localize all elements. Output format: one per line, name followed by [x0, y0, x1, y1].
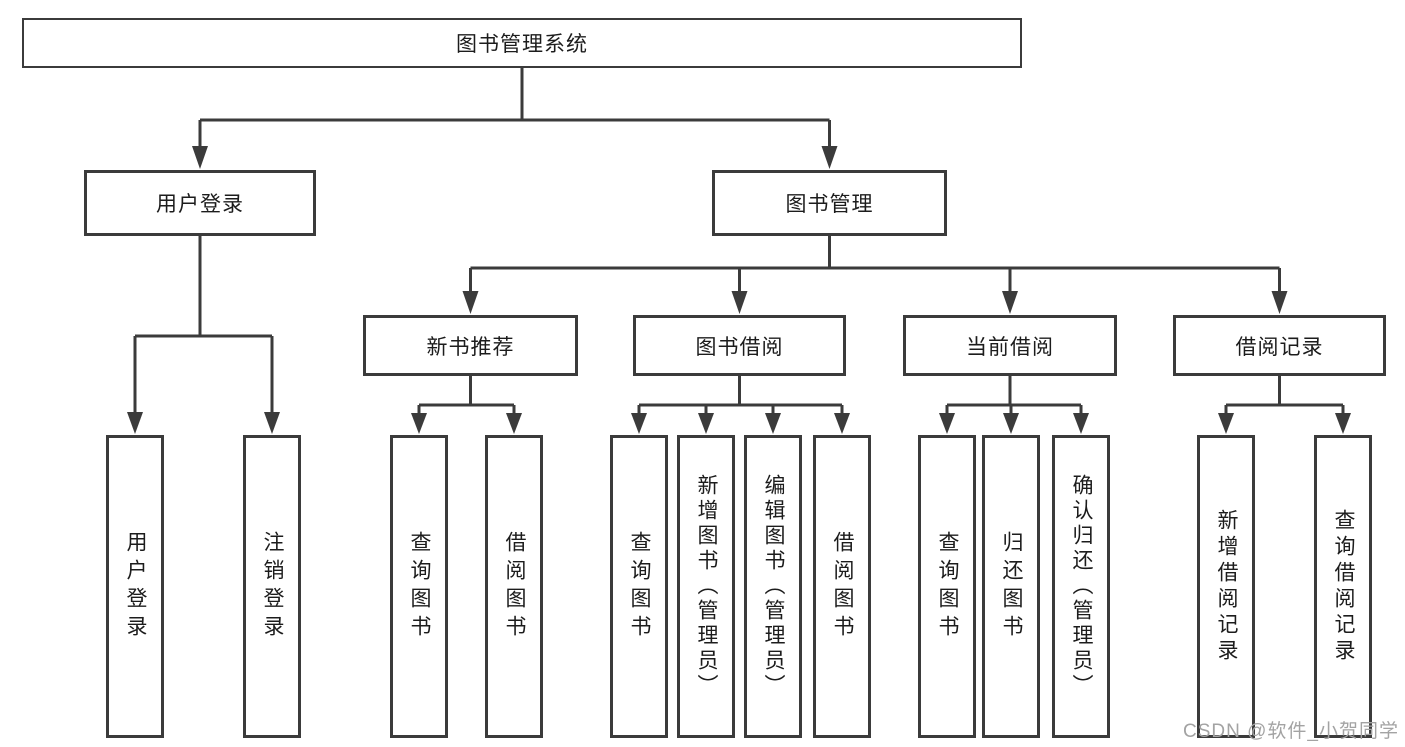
csdn-watermark: CSDN @软件_小贺同学	[1183, 721, 1399, 742]
leaf-user-login: 用户登录	[106, 435, 164, 738]
node-borrow-record: 借阅记录	[1173, 315, 1386, 376]
node-user-login: 用户登录	[84, 170, 316, 236]
leaf-logout: 注销登录	[243, 435, 301, 738]
leaf-confirm-return-admin: 确认归还（管理员）	[1052, 435, 1110, 738]
leaf-query-book-recommend: 查询图书	[390, 435, 448, 738]
node-book-borrow: 图书借阅	[633, 315, 846, 376]
leaf-add-book-admin: 新增图书（管理员）	[677, 435, 735, 738]
leaf-borrow-book-recommend: 借阅图书	[485, 435, 543, 738]
node-current-borrow: 当前借阅	[903, 315, 1117, 376]
node-book-management: 图书管理	[712, 170, 947, 236]
leaf-add-borrow-record: 新增借阅记录	[1197, 435, 1255, 738]
leaf-query-book-current: 查询图书	[918, 435, 976, 738]
leaf-query-borrow-record: 查询借阅记录	[1314, 435, 1372, 738]
leaf-query-book-borrow: 查询图书	[610, 435, 668, 738]
leaf-return-book: 归还图书	[982, 435, 1040, 738]
leaf-edit-book-admin: 编辑图书（管理员）	[744, 435, 802, 738]
leaf-borrow-book: 借阅图书	[813, 435, 871, 738]
node-library-system: 图书管理系统	[22, 18, 1022, 68]
node-new-book-recommend: 新书推荐	[363, 315, 578, 376]
